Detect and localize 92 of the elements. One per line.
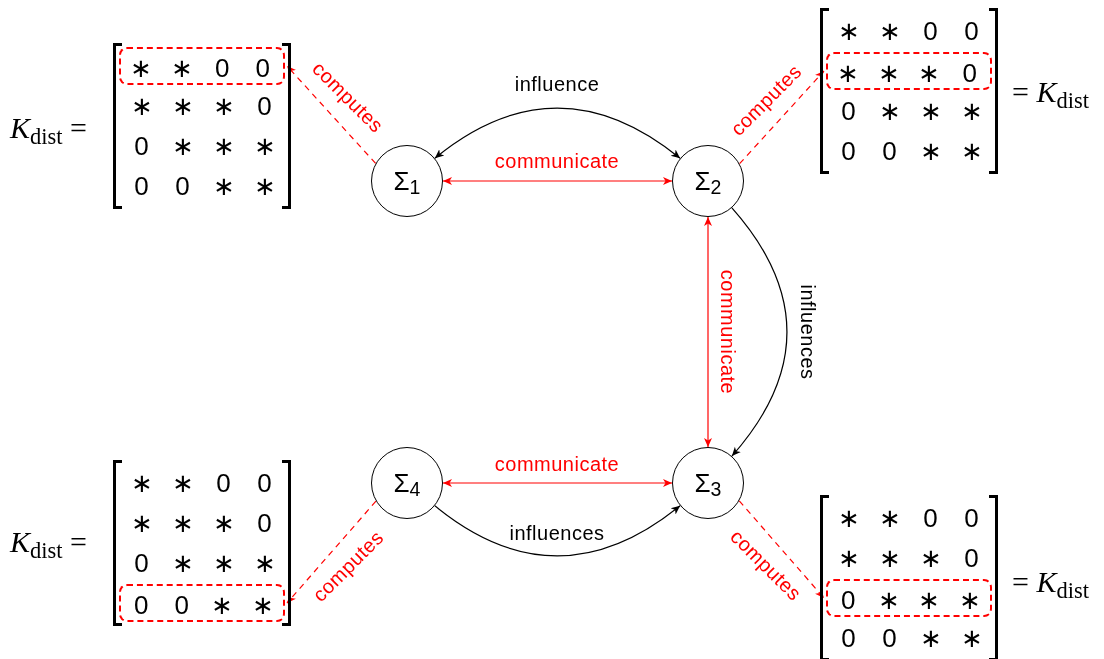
matrix-entry: 0 [215,467,232,500]
matrix-entry: 0 [214,52,231,83]
arrow [434,505,681,557]
matrix-entry: ∗ [917,57,942,88]
matrix-entry: ∗ [877,95,902,128]
matrix-entry: ∗ [918,542,943,575]
matrix-entry: 0 [133,130,150,163]
matrix-entry: ∗ [877,542,902,575]
matrix-entry: 0 [922,15,939,48]
matrix-entry: ∗ [129,467,154,500]
arrow [286,500,377,604]
matrix-entry: 0 [963,542,980,575]
matrix-entry: ∗ [918,135,943,168]
matrix-entry: ∗ [129,507,154,540]
matrix-entry: ∗ [129,90,154,123]
matrix-entry: 0 [963,502,980,535]
matrix-entry: 0 [840,135,857,168]
arrow [704,216,712,448]
matrix-entry: ∗ [252,130,277,163]
matrix-entry: 0 [256,467,273,500]
matrix-entry: ∗ [170,90,195,123]
matrix-entry: ∗ [836,57,861,88]
matrix-entry: 0 [133,547,150,580]
matrix-entry: ∗ [250,589,275,620]
matrix-entry: ∗ [211,130,236,163]
arrow [286,65,377,164]
matrix-entry: ∗ [252,547,277,580]
matrix-entry: ∗ [959,95,984,128]
edge-label: influence [514,73,600,95]
matrix-entry: 0 [922,502,939,535]
matrix-entry: ∗ [836,15,861,48]
matrix-entry: ∗ [210,589,235,620]
matrix-entry: 0 [133,170,150,203]
matrix-entry: ∗ [211,170,236,203]
highlighted-row [119,47,285,85]
matrix-entry: ∗ [876,584,901,615]
matrix-entry: 0 [963,15,980,48]
matrix-entry: ∗ [877,15,902,48]
matrix-entry: ∗ [959,135,984,168]
matrix-entry: ∗ [876,57,901,88]
matrix-entry: 0 [881,135,898,168]
matrix [113,43,291,209]
arrow [738,500,825,599]
matrix-equation: K$_{dist}$ = [10,524,87,562]
matrix-entry: ∗ [211,507,236,540]
matrix-entry: ∗ [170,547,195,580]
matrix-entry: 0 [840,622,857,655]
highlighted-row [826,52,992,90]
matrix [820,8,998,174]
matrix-entry: ∗ [211,547,236,580]
matrix-equation: = K$_{dist}$ [1012,564,1089,602]
arrow [434,107,681,159]
matrix-entry: 0 [173,589,190,620]
matrix-entry: 0 [133,589,150,620]
arrow [739,70,825,165]
edge-label: communicate [717,269,739,395]
matrix-entry: 0 [840,95,857,128]
matrix-entry: ∗ [170,467,195,500]
matrix-entry: 0 [961,57,978,88]
matrix-entry: ∗ [917,584,942,615]
matrix-entry: ∗ [169,52,194,83]
matrix-entry: ∗ [836,542,861,575]
matrix-entry: ∗ [918,95,943,128]
matrix [113,460,291,626]
edge-label: communicate [494,453,620,475]
matrix-entry: ∗ [129,52,154,83]
matrix-entry: ∗ [918,622,943,655]
edge-label: influences [509,522,605,544]
matrix-entry: ∗ [170,130,195,163]
matrix-entry: ∗ [836,502,861,535]
matrix-entry: ∗ [957,584,982,615]
edge-label: influences [797,284,819,380]
edge-label: communicate [494,150,620,172]
arrow [731,207,788,457]
matrix-entry: ∗ [877,502,902,535]
matrix-entry: ∗ [252,170,277,203]
arrow [442,479,673,487]
matrix-entry: 0 [174,170,191,203]
matrix-entry: 0 [881,622,898,655]
matrix-entry: 0 [254,52,271,83]
matrix-equation: K$_{dist}$ = [10,110,87,148]
matrix-entry: ∗ [170,507,195,540]
matrix-equation: = K$_{dist}$ [1012,74,1089,112]
matrix [820,495,998,659]
highlighted-row [119,584,285,622]
matrix-entry: 0 [256,90,273,123]
matrix-entry: 0 [256,507,273,540]
matrix-entry: ∗ [211,90,236,123]
matrix-entry: ∗ [959,622,984,655]
matrix-entry: 0 [840,584,857,615]
highlighted-row [826,579,992,617]
arrow [442,177,673,185]
